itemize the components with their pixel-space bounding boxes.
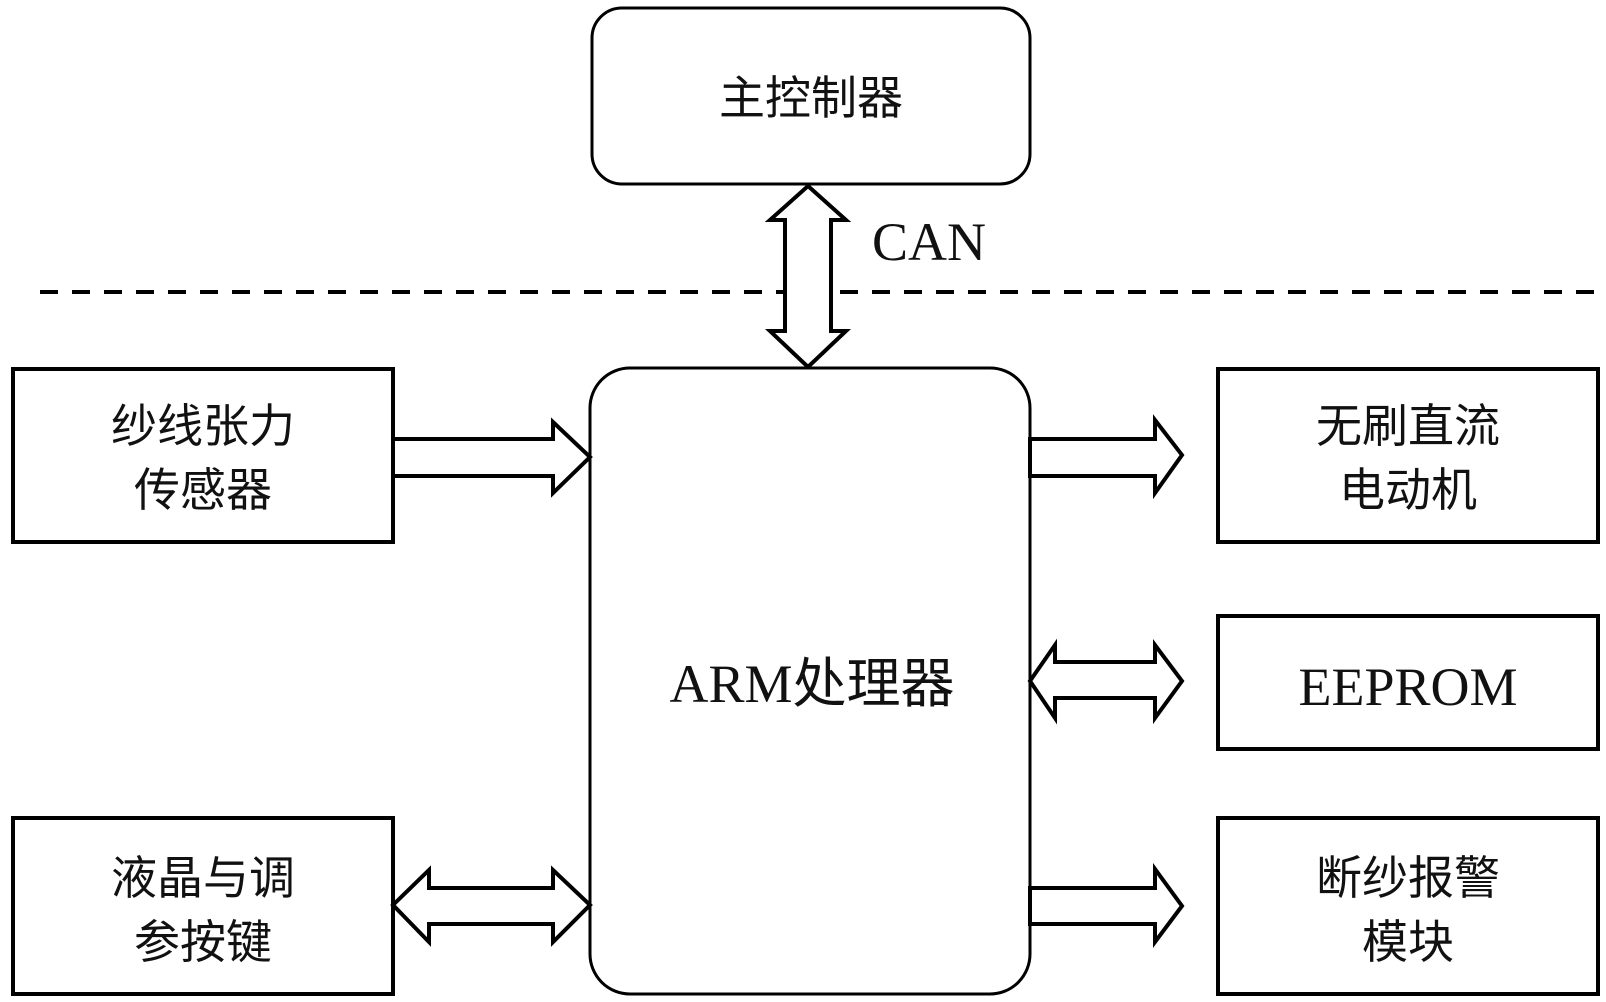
bldc-motor-box [1216, 367, 1600, 544]
yarn-break-alarm-label-line2: 模块 [1362, 915, 1454, 969]
lcd-keys-block: 液晶与调 参按键 [11, 816, 395, 996]
eeprom-block: EEPROM [1216, 614, 1600, 751]
arm-processor-block: ARM处理器 [588, 366, 1032, 996]
bldc-motor-label-line2: 电动机 [1339, 463, 1477, 517]
arm-processor-label: ARM处理器 [669, 654, 954, 714]
main-controller-block: 主控制器 [590, 6, 1032, 186]
can-bidirectional-arrow [764, 183, 852, 370]
bldc-motor-label-line1: 无刷直流 [1316, 399, 1500, 453]
yarn-tension-sensor-label-line2: 传感器 [134, 463, 272, 517]
main-controller-label: 主控制器 [719, 71, 903, 125]
can-bus-label: CAN [872, 212, 986, 272]
yarn-tension-sensor-block: 纱线张力 传感器 [11, 367, 395, 544]
processor-to-alarm-arrow [1028, 862, 1185, 948]
lcd-keys-label-line1: 液晶与调 [111, 851, 295, 905]
lcd-keys-bidirectional-arrow [390, 865, 593, 947]
yarn-break-alarm-label-line1: 断纱报警 [1316, 851, 1500, 905]
processor-to-motor-arrow [1028, 414, 1185, 500]
sensor-to-processor-arrow [391, 417, 593, 498]
eeprom-bidirectional-arrow [1027, 638, 1185, 725]
main-controller-box [590, 6, 1032, 186]
eeprom-box [1216, 614, 1600, 751]
yarn-break-alarm-block: 断纱报警 模块 [1216, 816, 1600, 996]
bldc-motor-block: 无刷直流 电动机 [1216, 367, 1600, 544]
lcd-keys-box [11, 816, 395, 996]
yarn-tension-sensor-label-line1: 纱线张力 [111, 399, 295, 453]
yarn-break-alarm-box [1216, 816, 1600, 996]
lcd-keys-label-line2: 参按键 [134, 915, 272, 969]
eeprom-label: EEPROM [1298, 657, 1517, 717]
